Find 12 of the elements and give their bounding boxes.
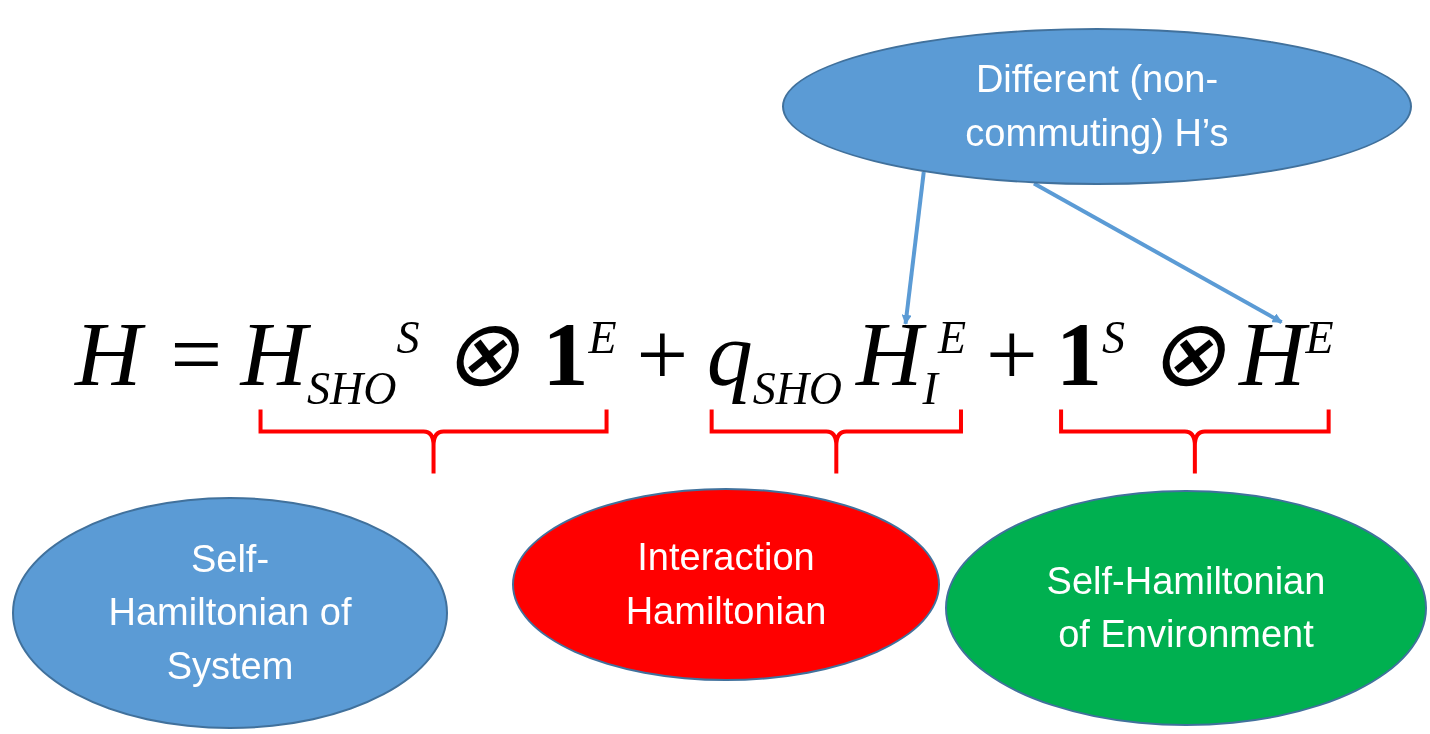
ellipse-text: Different (non-commuting) H’s: [964, 57, 1230, 156]
equation-term: +: [980, 302, 1043, 407]
equation-term: H$_{SHO}$$^{S}$ ⊗ 1$^{E}$: [240, 302, 617, 416]
ellipse-text: Self-Hamiltonian of System: [107, 537, 353, 689]
equation-term: H$^{E}$: [1239, 301, 1334, 407]
equation-term: 1$^{S}$ ⊗: [1056, 302, 1226, 407]
equation-term: q$_{SHO}$: [706, 302, 843, 416]
equation-term: +: [630, 302, 693, 407]
equation-term: H =: [75, 302, 227, 407]
ellipse-text: Interaction Hamiltonian: [624, 535, 828, 634]
ellipse-text: Self-Hamiltonian of Environment: [1045, 558, 1327, 657]
arrow: [901, 171, 926, 325]
